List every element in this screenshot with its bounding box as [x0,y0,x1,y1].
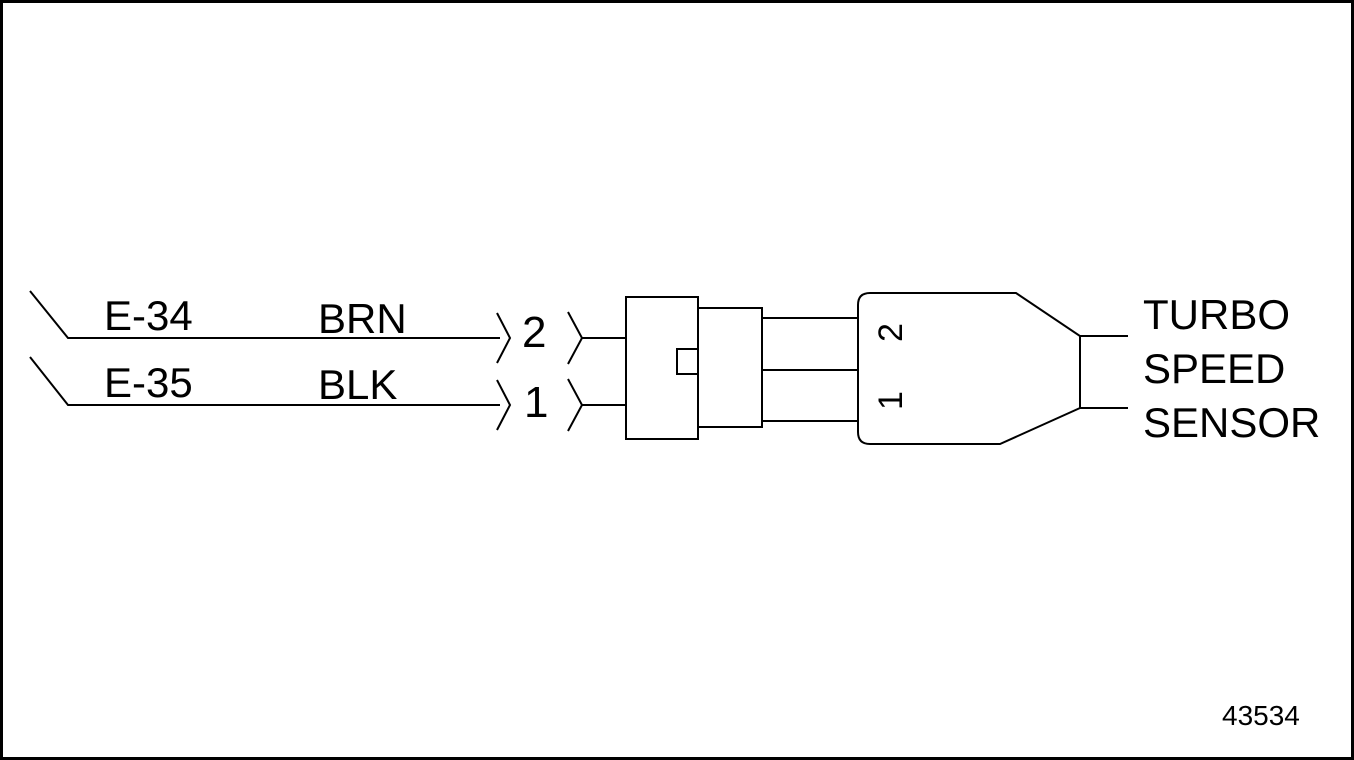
figure-number: 43534 [1222,700,1300,731]
wire-e35-arrow [496,379,512,431]
wire-e34-color: BRN [318,295,407,342]
receptacle-pin-1 [567,378,584,432]
wire-e35 [29,356,512,431]
wire-e34-id: E-34 [104,292,193,339]
sensor-label-line-1: TURBO [1143,291,1290,338]
sensor-pin-1-label: 1 [872,391,910,410]
turbo-speed-sensor-body [857,292,1081,445]
connector-pin-2-label: 2 [522,308,546,357]
wire-e34-arrow [496,312,512,364]
receptacle-pin-2 [567,311,584,365]
wire-e34-line [29,290,500,339]
harness-connector-face [697,307,763,428]
wire-e35-color: BLK [318,361,397,408]
sensor-pin-2-label: 2 [872,323,910,342]
sensor-label-line-2: SPEED [1143,345,1285,392]
wire-e35-line [29,356,500,406]
connector-pin-1-label: 1 [524,378,548,427]
wire-e34 [29,290,512,364]
wire-e35-id: E-35 [104,359,193,406]
sensor-label-line-3: SENSOR [1143,399,1320,446]
